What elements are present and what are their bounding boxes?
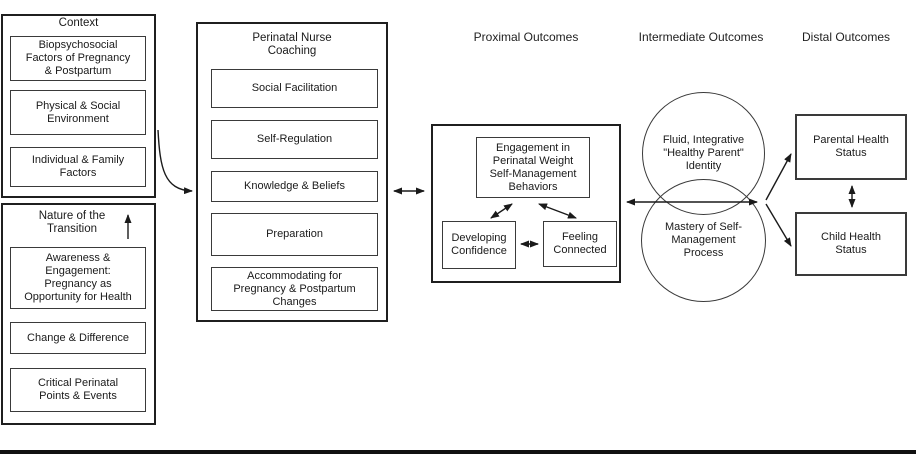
figure-bottom-rule xyxy=(0,450,916,454)
developing-confidence-box: Developing Confidence xyxy=(442,221,516,269)
arrow-context-to-coaching xyxy=(157,129,193,195)
physical-social-environment-box: Physical & Social Environment xyxy=(10,90,146,135)
social-facilitation-box: Social Facilitation xyxy=(211,69,378,108)
knowledge-beliefs-box: Knowledge & Beliefs xyxy=(211,171,378,202)
critical-perinatal-points-box: Critical Perinatal Points & Events xyxy=(10,368,146,412)
perinatal-nurse-coaching-title: Perinatal Nurse Coaching xyxy=(252,32,332,57)
mastery-self-management-circle: Mastery of Self- Management Process xyxy=(641,179,766,302)
change-difference-box: Change & Difference xyxy=(10,322,146,354)
feeling-connected-box: Feeling Connected xyxy=(543,221,617,267)
arrow-intermediate-to-parental xyxy=(765,153,792,201)
arrow-intermediate-to-child xyxy=(765,203,792,247)
preparation-box: Preparation xyxy=(211,213,378,256)
individual-family-factors-box: Individual & Family Factors xyxy=(10,147,146,187)
accommodating-changes-box: Accommodating for Pregnancy & Postpartum… xyxy=(211,267,378,311)
nature-of-transition-title: Nature of the Transition xyxy=(38,210,106,235)
self-regulation-box: Self-Regulation xyxy=(211,120,378,159)
biopsychosocial-factors-box: Biopsychosocial Factors of Pregnancy & P… xyxy=(10,36,146,81)
intermediate-outcomes-header: Intermediate Outcomes xyxy=(638,30,764,44)
context-title: Context xyxy=(58,17,99,29)
proximal-outcomes-header: Proximal Outcomes xyxy=(473,30,579,44)
distal-outcomes-header: Distal Outcomes xyxy=(801,30,891,44)
child-health-status-box: Child Health Status xyxy=(795,212,907,276)
awareness-engagement-box: Awareness & Engagement: Pregnancy as Opp… xyxy=(10,247,146,309)
parental-health-status-box: Parental Health Status xyxy=(795,114,907,180)
engagement-behaviors-box: Engagement in Perinatal Weight Self-Mana… xyxy=(476,137,590,198)
